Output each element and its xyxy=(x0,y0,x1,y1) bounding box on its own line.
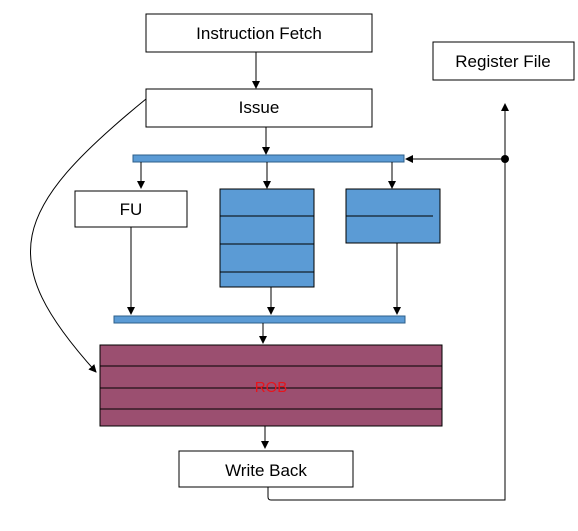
write-back-label: Write Back xyxy=(225,461,307,480)
issue-to-rob-curve-arrow xyxy=(30,98,147,373)
write-back-block: Write Back xyxy=(178,450,354,488)
issue-block: Issue xyxy=(145,88,373,128)
reservation-station-right xyxy=(345,188,441,244)
rob-block: ROB xyxy=(99,344,443,427)
fu-block: FU xyxy=(74,190,188,228)
instruction-fetch-block: Instruction Fetch xyxy=(145,13,373,53)
result-bus xyxy=(113,315,406,324)
rob-label: ROB xyxy=(255,379,288,396)
fu-label: FU xyxy=(120,200,143,219)
register-file-block: Register File xyxy=(432,41,575,81)
writeback-to-regfile-arrow xyxy=(267,103,509,501)
instruction-fetch-label: Instruction Fetch xyxy=(196,24,322,43)
register-file-label: Register File xyxy=(455,52,550,71)
reservation-station-middle xyxy=(219,188,315,288)
junction-dot xyxy=(501,155,509,163)
issue-label: Issue xyxy=(239,98,280,117)
issue-bus xyxy=(132,154,405,163)
